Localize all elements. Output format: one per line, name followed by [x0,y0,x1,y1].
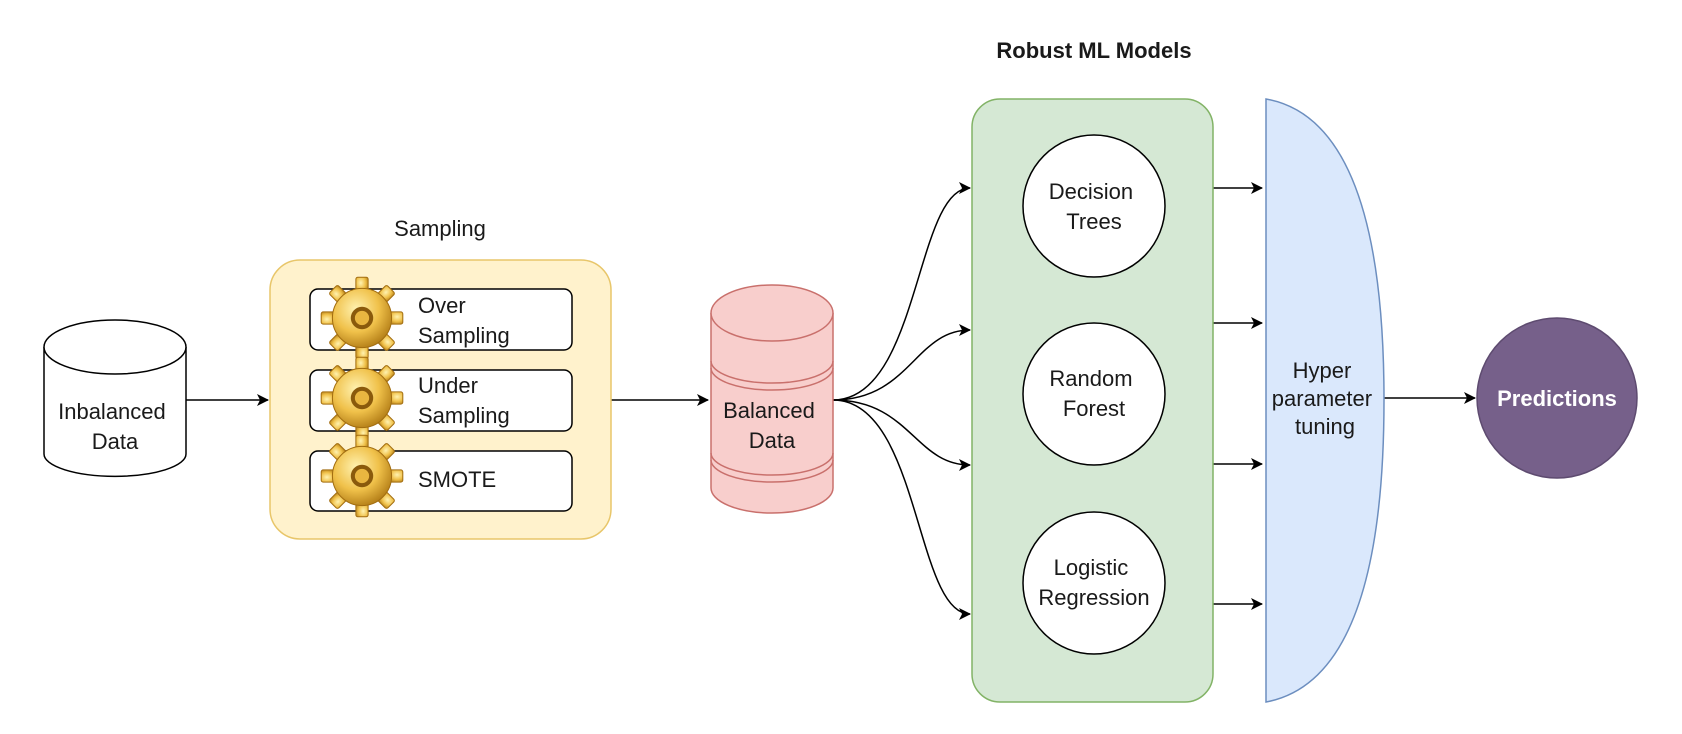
imbalanced-data-cylinder-top [43,319,187,375]
decision-trees-circle [1022,134,1166,278]
gear-icon [320,356,404,440]
arrow-balanced-to-model-2 [832,324,971,401]
logistic-regression-model: Logistic Regression [1022,511,1166,655]
balanced-data-cylinder [710,313,834,514]
random-forest-circle [1022,322,1166,466]
over-sampling-label: Over Sampling [418,293,510,348]
balanced-data-label: Balanced Data [723,398,821,453]
connectors [186,182,1476,620]
under-sampling-label: Under Sampling [418,373,510,428]
logistic-regression-circle [1022,511,1166,655]
imbalanced-data-cylinder [43,347,187,478]
sampling-title: Sampling [394,216,486,241]
gear-icon [320,276,404,360]
tuning-node: Hyper parameter tuning [1265,98,1385,703]
balanced-data-ring [710,452,834,476]
logistic-regression-label: Logistic Regression [1038,555,1149,610]
smote-method: SMOTE [309,434,573,518]
under-sampling-method: Under Sampling [309,356,573,440]
gear-icon [320,434,404,518]
balanced-data-cylinder-top [710,284,834,342]
over-sampling-method: Over Sampling [309,276,573,360]
decision-trees-label: Decision Trees [1049,179,1140,234]
balanced-data-ring [710,459,834,483]
imbalanced-data-node: Inbalanced Data [43,319,187,478]
sampling-group: Sampling Over Sampling Under Sampling SM… [269,216,612,540]
balanced-data-node: Balanced Data [710,284,834,514]
balanced-data-ring [710,360,834,384]
imbalanced-data-label: Inbalanced Data [58,399,172,454]
tuning-label: Hyper parameter tuning [1272,358,1378,439]
smote-label: SMOTE [418,467,496,492]
models-title: Robust ML Models [996,38,1191,63]
random-forest-model: Random Forest [1022,322,1166,466]
balanced-data-ring [710,367,834,391]
models-group: Robust ML Models Decision Trees Random F… [971,38,1214,703]
random-forest-label: Random Forest [1049,366,1138,421]
predictions-node: Predictions [1476,317,1638,479]
arrow-balanced-to-model-4 [832,399,971,620]
tuning-shape [1265,98,1385,703]
arrow-balanced-to-model-3 [832,399,971,471]
arrow-balanced-to-model-1 [832,182,971,401]
predictions-circle [1476,317,1638,479]
predictions-label: Predictions [1497,386,1617,411]
decision-trees-model: Decision Trees [1022,134,1166,278]
